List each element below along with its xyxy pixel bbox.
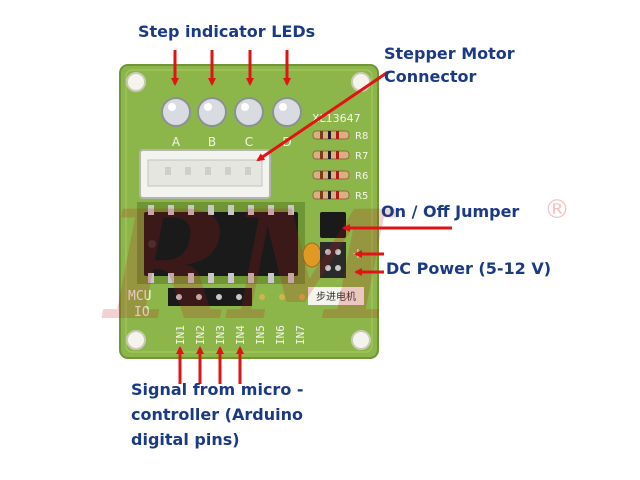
pin-label-in6: IN6: [274, 325, 287, 345]
watermark-logo: RM: [101, 178, 400, 354]
pin-label-in2: IN2: [194, 325, 207, 345]
label-step-leds: Step indicator LEDs: [138, 22, 316, 41]
label-motor-connector-1: Stepper Motor: [384, 44, 515, 63]
driver-ic: [137, 202, 305, 284]
resistor-label-r6: R6: [355, 171, 368, 182]
motor-connector: [139, 149, 271, 199]
label-power: DC Power (5-12 V): [386, 259, 552, 278]
registered-mark: ®: [544, 195, 570, 225]
pin-labels: IN1 IN2 IN3 IN4 IN5 IN6 IN7: [174, 325, 307, 345]
led-letter-a: A: [172, 135, 181, 149]
mount-hole-bl: [126, 330, 146, 350]
led-c: [234, 97, 264, 127]
led-letter-b: B: [208, 135, 216, 149]
pin-label-in1: IN1: [174, 325, 187, 345]
resistor-label-r8: R8: [355, 131, 368, 142]
label-signal-1: Signal from micro -: [131, 380, 304, 399]
mount-hole-br: [351, 330, 371, 350]
mcu-label: MCU: [128, 289, 151, 304]
io-label: IO: [134, 305, 150, 320]
label-motor-connector-2: Connector: [384, 67, 477, 86]
pin-label-in5: IN5: [254, 325, 267, 345]
resistors: R8 R7 R6 R5: [312, 130, 368, 202]
arrows: [171, 50, 452, 384]
led-letter-c: C: [245, 135, 253, 149]
led-b: [197, 97, 227, 127]
step-leds: A B C D: [161, 97, 302, 149]
pin-label-in7: IN7: [294, 325, 307, 345]
led-a: [161, 97, 191, 127]
mount-hole-tr: [351, 72, 371, 92]
chinese-board-label: 步进电机: [316, 290, 356, 303]
label-signal-2: controller (Arduino: [131, 405, 303, 424]
mount-hole-tl: [126, 72, 146, 92]
arrow-motor-connector: [256, 70, 389, 162]
input-header: [168, 288, 305, 306]
label-signal-3: digital pins): [131, 430, 240, 449]
resistor-label-r7: R7: [355, 151, 368, 162]
pin-label-in4: IN4: [234, 325, 247, 345]
label-jumper: On / Off Jumper: [381, 202, 520, 221]
resistor-label-r5: R5: [355, 191, 368, 202]
pin-label-in3: IN3: [214, 325, 227, 345]
led-d: [272, 97, 302, 127]
